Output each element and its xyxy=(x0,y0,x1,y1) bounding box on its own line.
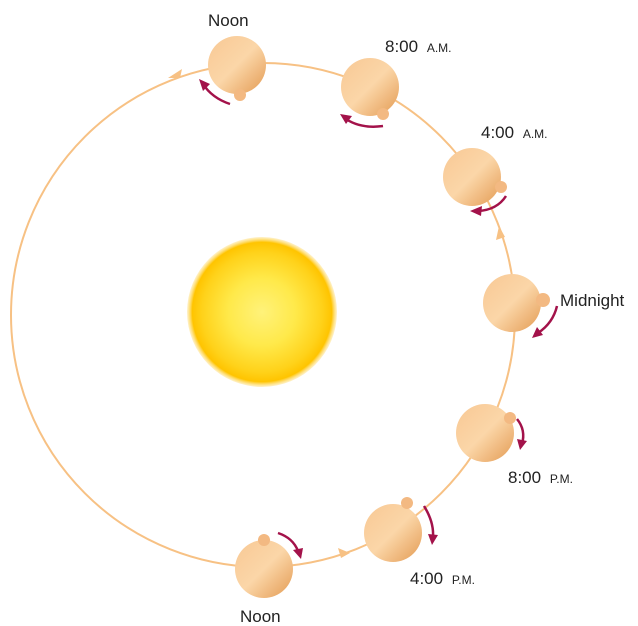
observer-marker xyxy=(401,497,413,509)
observer-marker xyxy=(495,181,507,193)
orbit-direction-arrow xyxy=(338,548,350,558)
planet-8pm xyxy=(456,404,527,462)
planet-4am xyxy=(443,148,508,216)
label-8am: 8:00 A.M. xyxy=(385,37,452,56)
rotation-arrowhead-icon xyxy=(293,548,303,559)
label-4am: 4:00 A.M. xyxy=(481,123,548,142)
rotation-arrow-icon xyxy=(537,305,559,335)
rotation-arrow-icon xyxy=(422,505,435,538)
label-noon-bottom: Noon xyxy=(240,607,281,626)
planet-noon-bottom xyxy=(235,531,303,598)
planet-midnight xyxy=(483,274,559,338)
observer-marker xyxy=(258,534,270,546)
sun xyxy=(187,237,337,387)
planet-noon-top xyxy=(199,36,266,106)
observer-marker xyxy=(536,293,550,307)
label-8pm: 8:00 P.M. xyxy=(508,468,573,487)
observer-marker xyxy=(234,89,246,101)
rotation-arrowhead-icon xyxy=(428,534,438,545)
planet-8am xyxy=(340,58,399,128)
label-noon-top: Noon xyxy=(208,11,249,30)
rotation-arrowhead-icon xyxy=(517,439,527,450)
rotation-arrowhead-icon xyxy=(470,206,482,216)
orbit-direction-arrow xyxy=(168,69,182,78)
label-4pm: 4:00 P.M. xyxy=(410,569,475,588)
rotation-arrowhead-icon xyxy=(532,327,543,338)
observer-marker xyxy=(504,412,516,424)
rotation-arrow-icon xyxy=(277,531,300,552)
rotation-arrow-icon xyxy=(345,117,384,128)
planet-4pm xyxy=(364,497,438,562)
rotation-arrowhead-icon xyxy=(340,114,352,124)
rotation-arrowhead-icon xyxy=(199,79,210,91)
observer-marker xyxy=(377,108,389,120)
label-midnight: Midnight xyxy=(560,291,625,310)
orbit-direction-arrow xyxy=(496,226,505,240)
